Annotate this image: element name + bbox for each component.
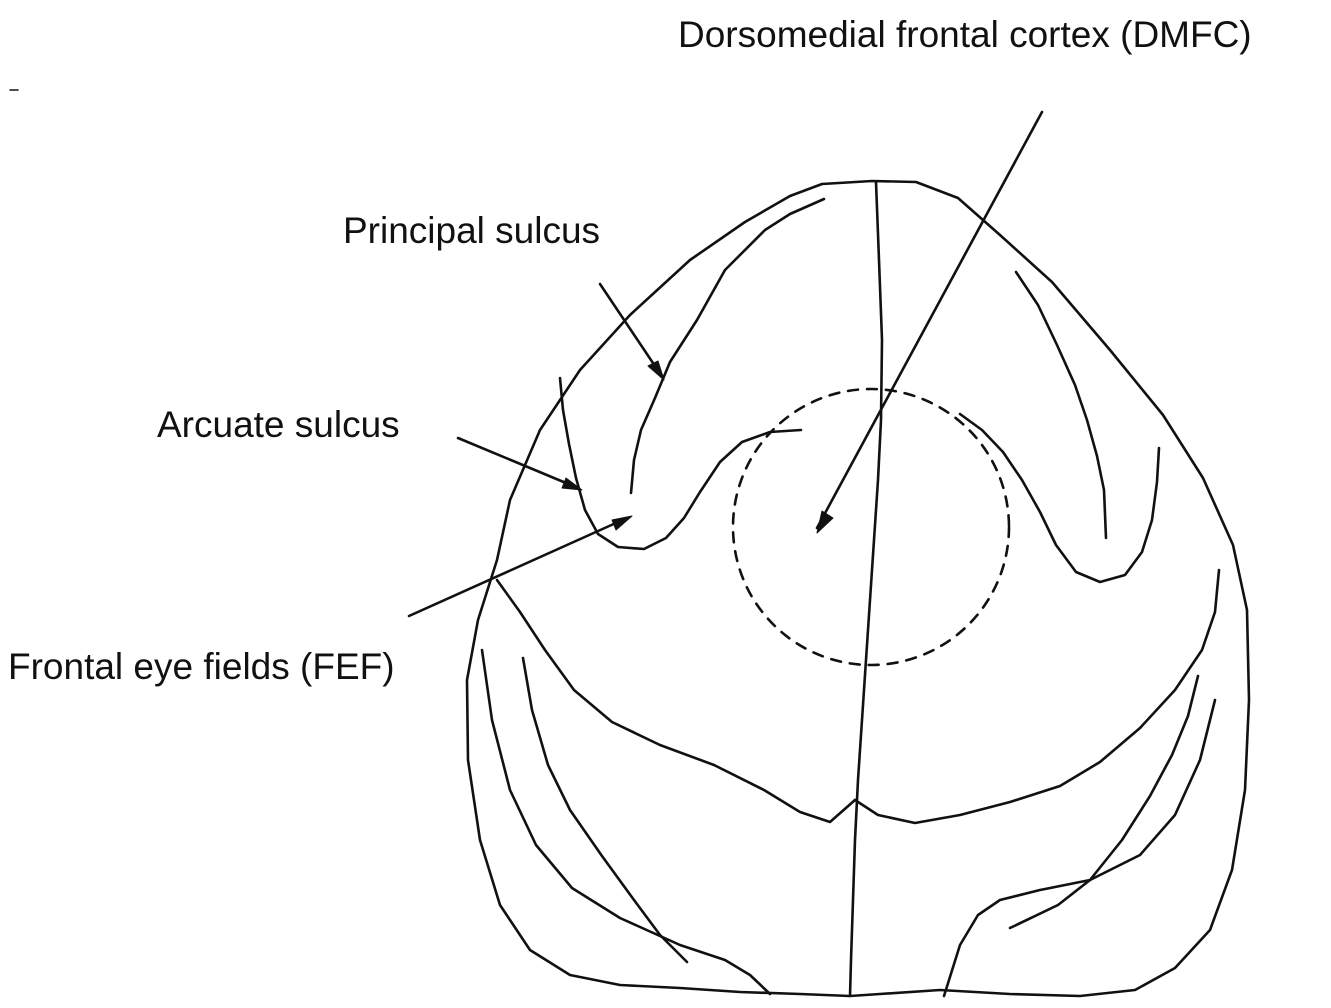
fef-label: Frontal eye fields (FEF): [8, 648, 395, 685]
fef-arrowhead: [612, 516, 632, 530]
dmfc-arrowhead: [817, 511, 833, 533]
left-lower-sulcus-1: [523, 658, 687, 962]
left-arcuate-sulcus: [560, 378, 801, 549]
midline: [850, 182, 882, 996]
fef-arrow: [409, 516, 632, 616]
brain-outline: [467, 181, 1249, 996]
right-principal-sulcus: [1016, 272, 1106, 538]
right-central-sulcus: [855, 570, 1219, 823]
dmfc-arrow: [817, 112, 1042, 533]
dmfc-label: Dorsomedial frontal cortex (DMFC): [678, 16, 1252, 53]
left-central-sulcus: [497, 580, 855, 822]
principal-sulcus-arrowhead: [648, 361, 664, 380]
right-lower-sulcus-2: [944, 700, 1215, 996]
principal-sulcus-label: Principal sulcus: [343, 212, 600, 249]
left-principal-sulcus: [631, 199, 824, 493]
arcuate-sulcus-arrow: [458, 438, 582, 490]
principal-sulcus-arrow: [600, 284, 664, 380]
right-arcuate-sulcus: [960, 414, 1159, 582]
arcuate-sulcus-label: Arcuate sulcus: [157, 406, 400, 443]
